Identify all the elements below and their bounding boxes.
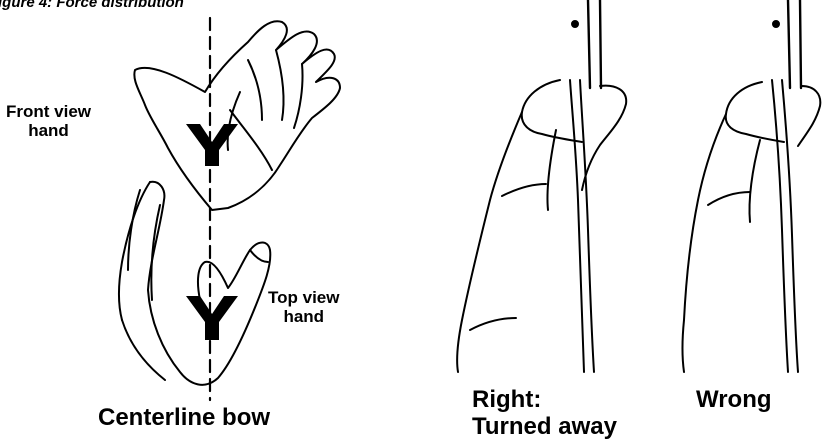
- centerline-bow-label: Centerline bow: [98, 404, 270, 432]
- wrong-bow-arm: [683, 0, 821, 372]
- top-view-hand: [119, 182, 270, 385]
- front-view-hand: [134, 21, 340, 210]
- top-y-symbol: [186, 296, 238, 340]
- right-turned-away-label: Right: Turned away: [472, 386, 617, 440]
- front-view-label: Front view hand: [6, 102, 91, 140]
- top-view-label: Top view hand: [268, 288, 339, 326]
- wrong-label: Wrong: [696, 386, 772, 414]
- front-y-symbol: [186, 124, 238, 166]
- right-bow-arm: [457, 0, 626, 372]
